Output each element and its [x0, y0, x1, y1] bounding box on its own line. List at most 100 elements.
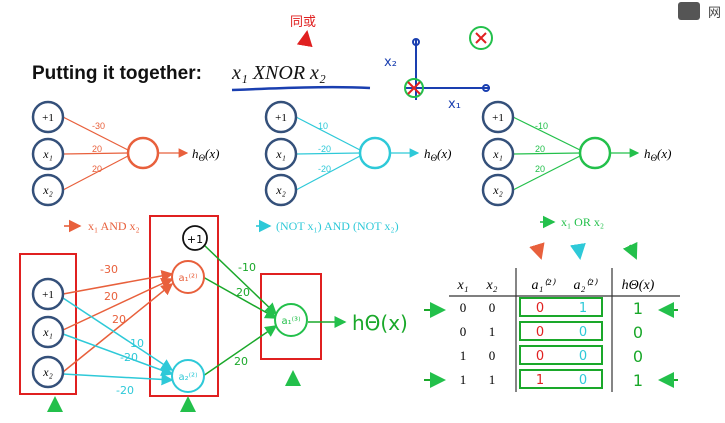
or-output-label: hΘ(x) — [644, 146, 671, 163]
svg-text:x₁: x₁ — [492, 147, 503, 161]
svg-text:x₂: x₂ — [275, 183, 286, 197]
weight-label: 20 — [92, 144, 102, 154]
input-node-x1 — [481, 137, 515, 171]
svg-text:网: 网 — [708, 5, 721, 20]
input-node-bias — [481, 100, 515, 134]
input-node-x2 — [31, 173, 65, 207]
weight-label: 10 — [130, 337, 144, 350]
svg-text:0: 0 — [536, 301, 544, 316]
svg-text:1: 1 — [633, 371, 643, 390]
table-header: hΘ(x) — [622, 278, 655, 293]
svg-text:+1: +1 — [42, 112, 54, 124]
svg-text:1: 1 — [489, 372, 496, 387]
svg-text:x₂: x₂ — [42, 365, 53, 379]
weight-label: 10 — [318, 121, 328, 131]
weight-label: 20 — [104, 290, 118, 303]
output-layer-box — [260, 273, 322, 360]
weight-label: 20 — [236, 286, 250, 299]
svg-text:x₂: x₂ — [492, 183, 503, 197]
and-caption: x₁ AND x₂ — [88, 219, 140, 233]
nor-output-label: hΘ(x) — [424, 146, 451, 163]
nor-caption: (NOT x₁) AND (NOT x₂) — [276, 219, 399, 233]
xnor-plot: x₂ x₁ — [384, 26, 493, 112]
svg-text:0: 0 — [633, 347, 643, 366]
svg-text:0: 0 — [579, 325, 587, 340]
combined-network: +1 x₁ x₂ +1 a₁⁽²⁾ a₂⁽²⁾ a₁⁽³⁾ hΘ(x) -30 … — [19, 215, 408, 412]
svg-text:0: 0 — [536, 349, 544, 364]
input-node-x1 — [31, 315, 65, 349]
svg-text:a₁⁽³⁾: a₁⁽³⁾ — [281, 316, 300, 327]
svg-text:x₁: x₁ — [275, 147, 286, 161]
svg-text:+1: +1 — [492, 112, 504, 124]
svg-text:+1: +1 — [275, 112, 287, 124]
weight-label: 20 — [92, 164, 102, 174]
svg-text:0: 0 — [579, 349, 587, 364]
svg-text:1: 1 — [460, 372, 467, 387]
input-node-bias — [31, 277, 65, 311]
svg-text:x₂: x₂ — [42, 183, 53, 197]
note-arrow — [296, 30, 313, 48]
hidden-bias-node — [182, 225, 208, 251]
weight-label: -30 — [92, 121, 105, 131]
input-node-x1 — [264, 137, 298, 171]
weight-label: 20 — [535, 144, 545, 154]
and-output-node — [126, 136, 160, 170]
plot-x-axis-label: x₁ — [448, 97, 461, 112]
input-node-bias — [31, 100, 65, 134]
table-header: a₂⁽²⁾ — [574, 278, 599, 293]
svg-text:+1: +1 — [42, 289, 54, 301]
weight-label: -10 — [535, 121, 548, 131]
svg-text:+1: +1 — [187, 233, 203, 246]
hidden-node-a2 — [171, 359, 205, 393]
svg-text:1: 1 — [579, 301, 587, 316]
or-output-node — [578, 136, 612, 170]
svg-text:0: 0 — [633, 323, 643, 342]
combined-output-label: hΘ(x) — [352, 311, 408, 335]
weight-label: -20 — [120, 351, 138, 364]
or-caption: x₁ OR x₂ — [561, 215, 604, 229]
weight-label: -20 — [318, 164, 331, 174]
weight-label: 20 — [535, 164, 545, 174]
truth-table: x₁ x₂ a₁⁽²⁾ a₂⁽²⁾ hΘ(x) 0 0 0 1 1 0 1 0 … — [424, 241, 680, 392]
input-node-x1 — [31, 137, 65, 171]
input-node-x2 — [31, 355, 65, 389]
svg-text:x₁: x₁ — [42, 325, 53, 339]
net-nor: +1 x₁ x₂ 10 -20 -20 hΘ(x) (NOT x₁) AND (… — [256, 100, 451, 233]
weight-label: -10 — [238, 261, 256, 274]
title-expression: x₁ XNOR x₂ — [231, 62, 326, 84]
net-or: +1 x₁ x₂ -10 20 20 hΘ(x) x₁ OR x₂ — [481, 100, 671, 229]
svg-text:1: 1 — [633, 299, 643, 318]
nor-output-node — [358, 136, 392, 170]
xnor-chinese-note: 同或 — [290, 14, 316, 29]
weight-label: 20 — [112, 313, 126, 326]
table-header: x₁ — [456, 278, 468, 293]
table-row: 0 1 0 0 0 — [460, 323, 643, 342]
table-header: a₁⁽²⁾ — [532, 278, 557, 293]
svg-text:0: 0 — [579, 373, 587, 388]
weight-label: -30 — [100, 263, 118, 276]
output-node-a3 — [274, 303, 308, 337]
svg-text:x₁: x₁ — [42, 147, 53, 161]
title-underline — [231, 85, 371, 92]
weight-label: -20 — [318, 144, 331, 154]
svg-text:1: 1 — [489, 324, 496, 339]
svg-text:0: 0 — [489, 300, 496, 315]
svg-text:0: 0 — [489, 348, 496, 363]
table-row: 1 1 1 0 1 — [460, 371, 643, 390]
input-node-x2 — [264, 173, 298, 207]
net-and: +1 x₁ x₂ -30 20 20 hΘ(x) x₁ AND x₂ — [31, 100, 219, 233]
svg-text:a₁⁽²⁾: a₁⁽²⁾ — [178, 273, 197, 284]
svg-text:a₂⁽²⁾: a₂⁽²⁾ — [178, 372, 197, 383]
table-header: x₂ — [485, 278, 497, 293]
svg-text:0: 0 — [460, 300, 467, 315]
svg-text:1: 1 — [536, 373, 544, 388]
input-node-x2 — [481, 173, 515, 207]
input-node-bias — [264, 100, 298, 134]
hidden-node-a1 — [171, 260, 205, 294]
page-title: Putting it together: — [32, 63, 202, 84]
plot-y-axis-label: x₂ — [384, 55, 397, 70]
weight-label: -20 — [116, 384, 134, 397]
weight-label: 20 — [234, 355, 248, 368]
table-row: 0 0 0 1 1 — [460, 299, 643, 318]
